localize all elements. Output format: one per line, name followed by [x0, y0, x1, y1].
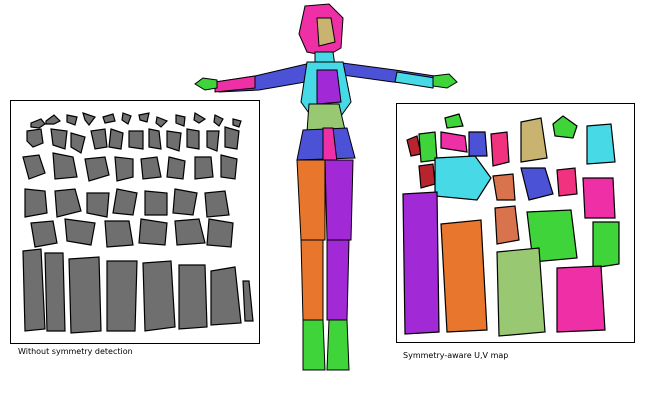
- colored-uv-charts: [397, 104, 636, 344]
- right-caption: Symmetry-aware U,V map: [403, 351, 508, 360]
- left-caption: Without symmetry detection: [18, 347, 133, 356]
- uv-map-symmetry-aware: [396, 103, 635, 343]
